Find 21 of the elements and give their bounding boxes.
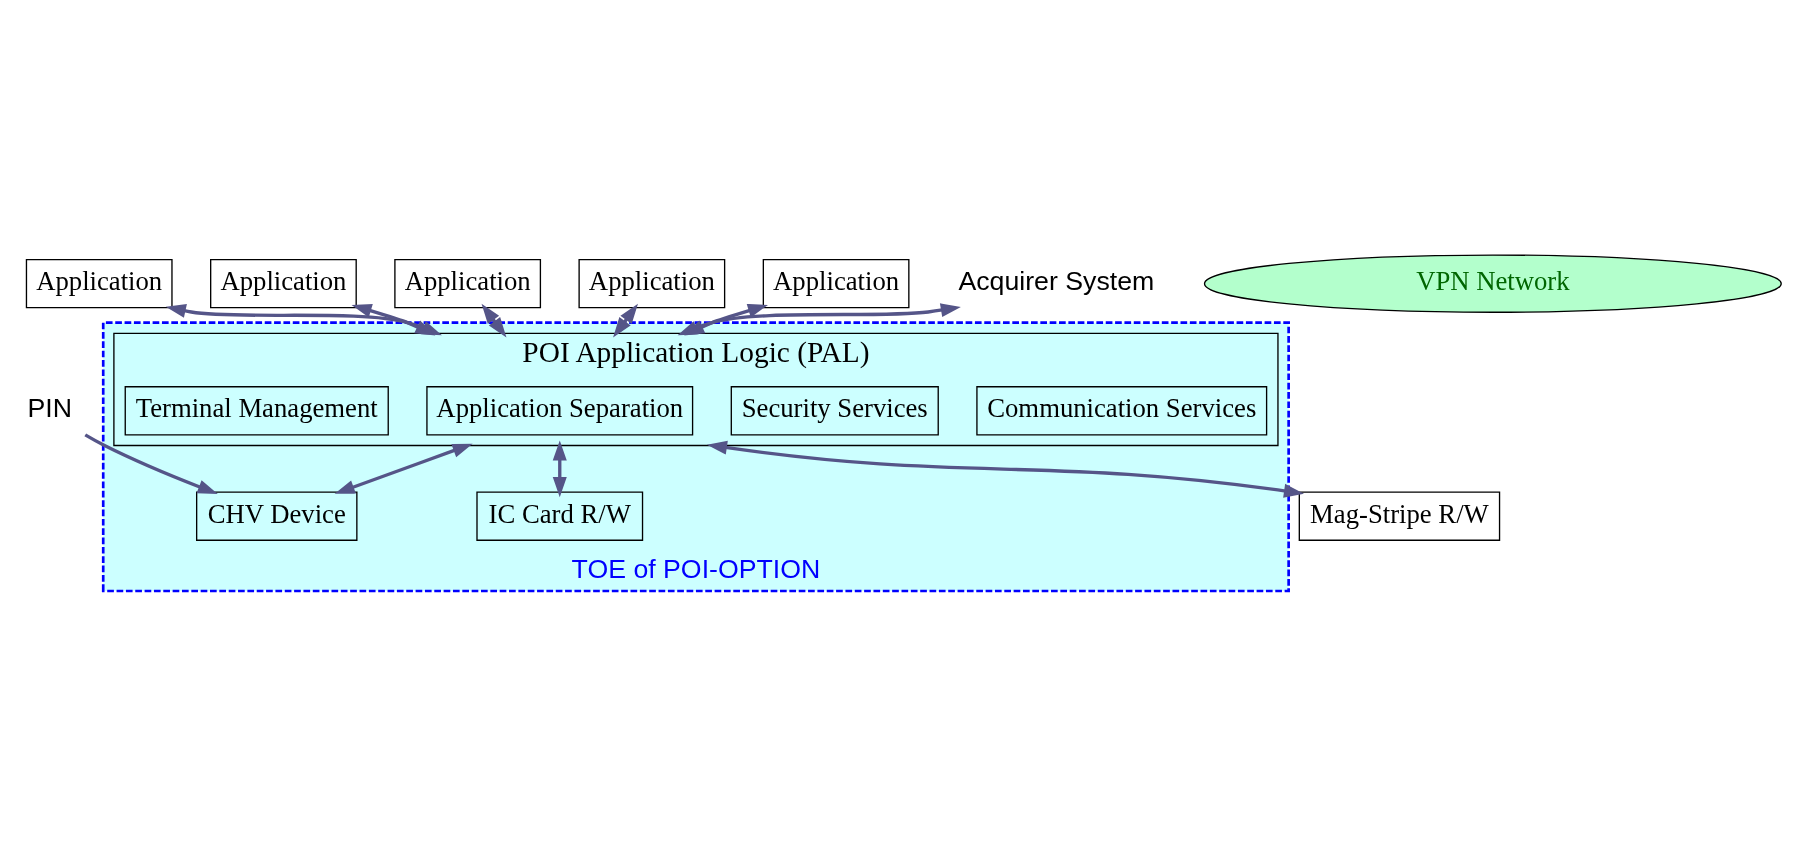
node-box: Application	[394, 258, 542, 308]
node-box: Communication Services	[976, 385, 1268, 435]
node-box: Application	[762, 258, 910, 308]
node-box: Application Separation	[426, 385, 694, 435]
node-box: IC Card R/W	[476, 491, 644, 541]
arrow	[481, 303, 507, 337]
node-box: Mag-Stripe R/W	[1298, 491, 1501, 541]
node-box: CHV Device	[196, 491, 358, 541]
arrow	[334, 443, 473, 494]
node-text: PIN	[27, 392, 73, 423]
node-ellipse: VPN Network	[1203, 253, 1782, 313]
node-box: Application	[578, 258, 726, 308]
arrow	[552, 439, 567, 497]
node-box: Application	[25, 258, 173, 308]
arrow	[613, 303, 638, 337]
node-text: Acquirer System	[958, 265, 1155, 296]
node-box: Security Services	[730, 385, 939, 435]
arrow	[351, 303, 436, 335]
arrow	[706, 440, 1304, 498]
node-box: Application	[210, 258, 357, 308]
node-box: Terminal Management	[124, 385, 389, 435]
